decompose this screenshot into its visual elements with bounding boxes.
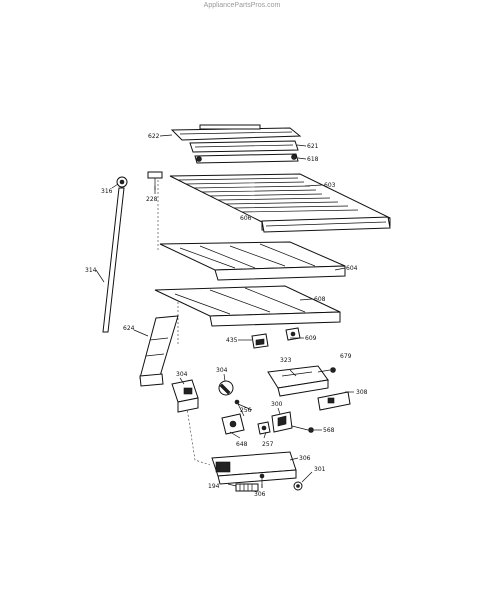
part-labels: 622 621 618 316 228 603 606 314 604 608 … [85, 133, 368, 498]
part-648-thermostat[interactable] [221, 413, 245, 435]
part-679-screw[interactable] [317, 367, 336, 373]
part-606-front-trim[interactable] [261, 216, 391, 233]
label-308: 308 [356, 389, 368, 396]
label-606: 606 [240, 215, 252, 222]
label-306-right: 306 [299, 455, 311, 462]
label-435: 435 [226, 337, 238, 344]
label-300: 300 [271, 401, 283, 408]
part-304-knob[interactable] [218, 380, 234, 396]
part-624-strap[interactable] [139, 315, 179, 387]
label-194: 194 [208, 483, 220, 490]
label-609: 609 [305, 335, 317, 342]
label-603: 603 [324, 182, 336, 189]
label-608: 608 [314, 296, 326, 303]
part-304-switch-box[interactable] [171, 379, 199, 413]
label-304-left: 304 [176, 371, 188, 378]
label-618: 618 [307, 156, 319, 163]
label-622: 622 [148, 133, 160, 140]
part-604-cover[interactable] [159, 241, 346, 281]
part-323-bracket[interactable] [267, 365, 329, 397]
part-316-hinge[interactable] [116, 176, 128, 188]
part-256-shaft[interactable] [234, 399, 245, 417]
label-568: 568 [323, 427, 335, 434]
part-608-tray[interactable] [154, 285, 341, 327]
label-323: 323 [280, 357, 292, 364]
part-194-grille[interactable] [235, 483, 259, 492]
label-314: 314 [85, 267, 97, 274]
label-228: 228 [146, 196, 158, 203]
part-621-frame[interactable] [189, 140, 299, 153]
part-618-rail[interactable] [194, 153, 299, 164]
label-604: 604 [346, 265, 358, 272]
label-621: 621 [307, 143, 319, 150]
part-568-screw[interactable] [291, 425, 314, 433]
label-648: 648 [236, 441, 248, 448]
part-257-knob[interactable] [257, 421, 271, 435]
part-306-housing[interactable] [211, 451, 297, 485]
part-300-control[interactable] [271, 411, 293, 433]
label-257: 257 [262, 441, 274, 448]
part-435-bracket[interactable] [251, 333, 269, 349]
watermark-text: AppliancePartsPros.com [203, 2, 281, 9]
part-301-nut[interactable] [293, 481, 303, 491]
label-301: 301 [314, 466, 326, 473]
label-256: 256 [240, 407, 252, 414]
leader-lines [95, 134, 354, 488]
label-316: 316 [101, 188, 113, 195]
label-679: 679 [340, 353, 352, 360]
label-624: 624 [123, 325, 135, 332]
label-304-right: 304 [216, 367, 228, 374]
part-314-rod[interactable] [102, 187, 125, 333]
part-622-top-trim[interactable] [170, 124, 302, 141]
part-306-screw[interactable] [259, 473, 265, 488]
label-306-bottom: 306 [254, 491, 266, 498]
part-308-plate[interactable] [317, 391, 351, 411]
